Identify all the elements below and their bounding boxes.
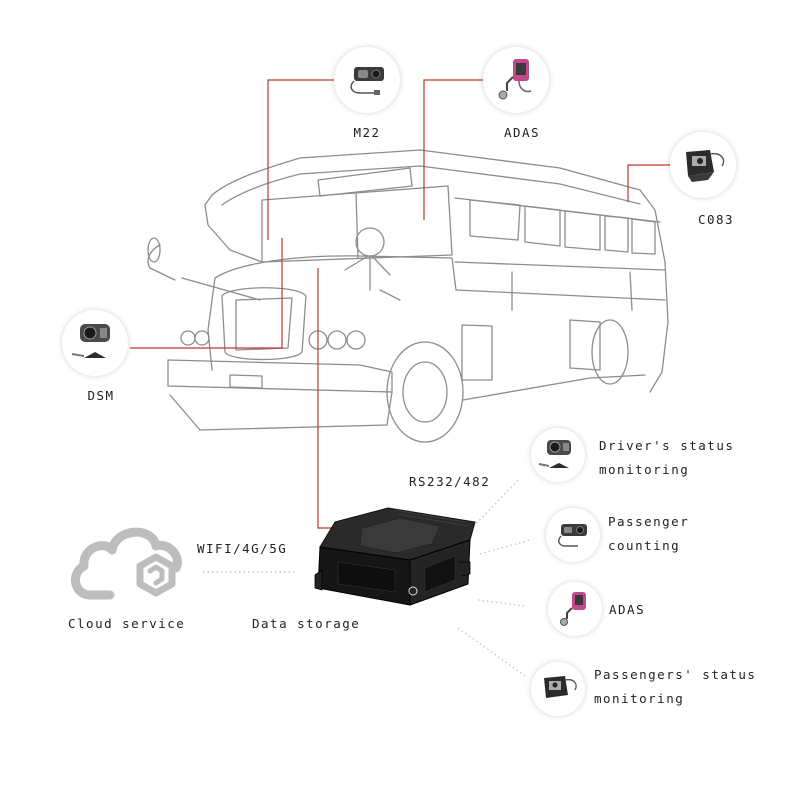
- wireless-label: WIFI/4G/5G: [197, 541, 288, 556]
- connector-passenger-count: [479, 539, 531, 555]
- adas-camera-right-icon: [548, 582, 602, 636]
- adas-camera-top-icon: [483, 47, 549, 113]
- driver-monitoring-camera-icon: [531, 428, 585, 482]
- mdvr-device-icon: [314, 507, 476, 606]
- passengers-status-camera-icon: [531, 662, 585, 716]
- connector-dsm: [130, 238, 283, 349]
- cloud-service-label: Cloud service: [68, 616, 186, 631]
- driver-status-label: Driver's status monitoring: [599, 434, 734, 482]
- rs232-label: RS232/482: [409, 474, 491, 489]
- dotted-connectors: [203, 477, 531, 677]
- passenger-counting-line1: Passenger: [608, 514, 690, 529]
- c083-camera-icon: [670, 132, 736, 198]
- driver-status-line1: Driver's status: [599, 438, 735, 453]
- connector-storage: [317, 268, 355, 529]
- passenger-counting-line2: counting: [608, 538, 681, 553]
- connector-c083: [627, 164, 675, 202]
- passengers-status-label: Passengers' status monitoring: [594, 663, 756, 711]
- passenger-counting-camera-icon: [546, 508, 600, 562]
- m22-camera-icon: [334, 47, 400, 113]
- red-connectors: [130, 79, 675, 529]
- connector-adas-top: [423, 79, 490, 220]
- connector-m22: [267, 79, 340, 240]
- dsm-label: DSM: [87, 388, 115, 403]
- connector-adas-right: [477, 599, 526, 607]
- passenger-counting-label: Passenger counting: [608, 510, 689, 558]
- m22-label: M22: [353, 125, 381, 140]
- passengers-status-line2: monitoring: [594, 691, 685, 706]
- data-storage-label: Data storage: [252, 616, 361, 631]
- adas-right-label: ADAS: [609, 602, 646, 617]
- connector-driver: [469, 477, 521, 531]
- dsm-camera-icon: [62, 310, 128, 376]
- adas-top-label: ADAS: [503, 125, 541, 140]
- connector-passengers-status: [457, 627, 526, 677]
- driver-status-line2: monitoring: [599, 462, 690, 477]
- cloud-icon: [71, 527, 182, 600]
- passengers-status-line1: Passengers' status: [594, 667, 757, 682]
- c083-label: C083: [697, 212, 735, 227]
- bus-outline: [147, 149, 669, 443]
